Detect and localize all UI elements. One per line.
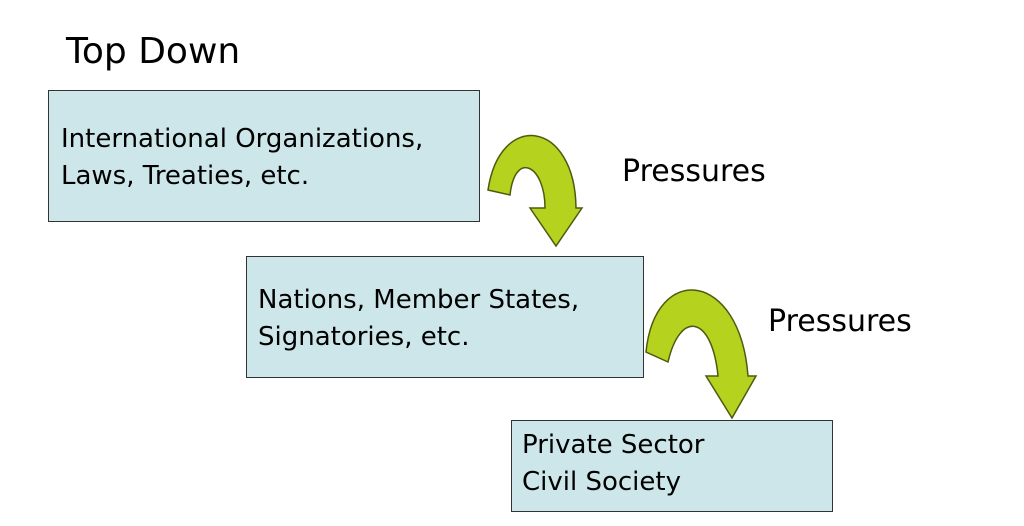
box-text-line: Private Sector — [522, 430, 705, 460]
box-text-line: Civil Society — [522, 467, 681, 497]
box-text-line: Nations, Member States, — [258, 285, 580, 315]
box-text-line: Laws, Treaties, etc. — [61, 161, 310, 191]
curved-arrow-icon — [487, 134, 584, 248]
box-private-sector: Private Sector Civil Society — [511, 420, 833, 512]
box-text-line: International Organizations, — [61, 124, 424, 154]
arrow-label-pressures: Pressures — [768, 304, 912, 339]
box-nations: Nations, Member States, Signatories, etc… — [246, 256, 644, 378]
box-international-organizations: International Organizations, Laws, Treat… — [48, 90, 480, 222]
curved-arrow-icon — [645, 289, 758, 420]
box-text-line: Signatories, etc. — [258, 322, 470, 352]
diagram-title: Top Down — [66, 31, 241, 72]
arrow-label-pressures: Pressures — [622, 154, 766, 189]
